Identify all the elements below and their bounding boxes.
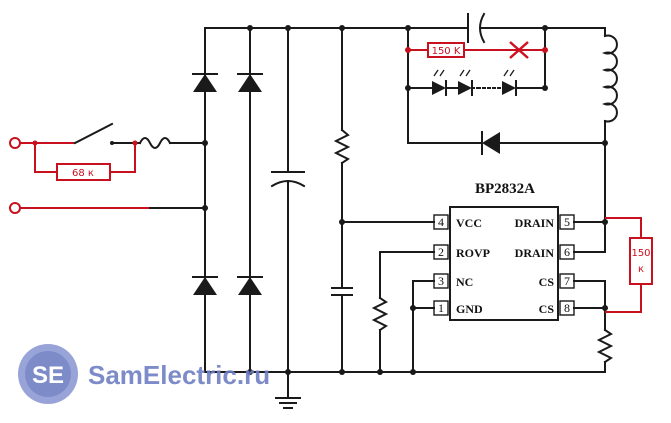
chip-pin-6: 6 DRAIN	[515, 244, 575, 260]
vcc-capacitor	[331, 287, 353, 373]
bridge-rectifier	[192, 27, 263, 373]
svg-text:CS: CS	[539, 302, 555, 316]
svg-text:3: 3	[438, 274, 444, 288]
led-string	[405, 27, 548, 144]
drain-cs-resistor-label-unit: к	[638, 264, 644, 275]
chip-pin-1: 1 GND	[433, 300, 483, 316]
svg-text:GND: GND	[456, 302, 483, 316]
svg-text:1: 1	[438, 301, 444, 315]
fuse	[138, 137, 206, 149]
svg-text:4: 4	[438, 215, 444, 229]
led-2-icon	[458, 81, 472, 95]
led-1-icon	[432, 81, 446, 95]
diode-freewheel-icon	[482, 132, 500, 154]
watermark: SE SamElectric.ru	[18, 344, 270, 404]
svg-text:DRAIN: DRAIN	[515, 246, 555, 260]
bypass-resistor-68k: 68 к	[32, 140, 138, 181]
bypass-resistor-label: 68 к	[72, 168, 94, 179]
watermark-logo: SE	[32, 362, 64, 389]
chip-pin-4: 4 VCC	[433, 214, 482, 230]
svg-text:2: 2	[438, 245, 444, 259]
led-3-icon	[502, 81, 516, 95]
svg-text:6: 6	[564, 245, 570, 259]
svg-text:NC: NC	[456, 275, 473, 289]
diode-d4	[238, 277, 262, 295]
drain-cs-resistor-label-value: 150	[631, 248, 650, 259]
chip-pin-2: 2 ROVP	[433, 244, 490, 260]
bleeder-resistor-150k: 150 K	[405, 41, 548, 59]
svg-text:5: 5	[564, 215, 570, 229]
svg-text:CS: CS	[539, 275, 555, 289]
filter-capacitor	[270, 27, 306, 399]
input-terminals	[9, 137, 206, 214]
drain-cs-resistor-150k: 150 к	[605, 217, 653, 313]
svg-text:7: 7	[564, 274, 570, 288]
diode-d1	[193, 74, 217, 92]
watermark-text: SamElectric.ru	[88, 360, 270, 390]
chip-bp2832a: BP2832A 4 VCC 2 ROVP 3 NC 1 GND 5 DRAIN	[433, 181, 575, 321]
chip-name: BP2832A	[475, 181, 535, 197]
startup-resistor	[333, 27, 351, 289]
diode-d3	[193, 277, 217, 295]
svg-text:DRAIN: DRAIN	[515, 216, 555, 230]
svg-text:VCC: VCC	[456, 216, 482, 230]
diode-d2	[238, 74, 262, 92]
freewheel-diode	[407, 131, 608, 155]
switch	[73, 122, 141, 145]
top-rail	[204, 25, 606, 37]
svg-text:ROVP: ROVP	[456, 246, 490, 260]
svg-text:8: 8	[564, 301, 570, 315]
chip-wiring	[341, 219, 614, 373]
input-terminal-bottom	[9, 202, 21, 214]
input-terminal-top	[9, 137, 21, 149]
sense-resistor	[596, 328, 614, 364]
output-capacitor	[467, 12, 486, 44]
bleeder-resistor-label: 150 K	[432, 46, 461, 57]
ground-icon	[275, 397, 301, 409]
chip-pin-5: 5 DRAIN	[515, 214, 575, 230]
